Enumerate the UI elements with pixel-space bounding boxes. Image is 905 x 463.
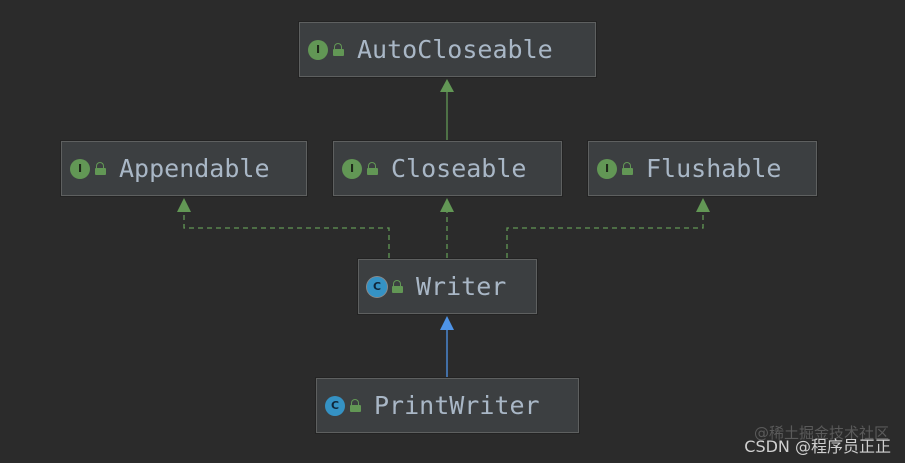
lock-icon <box>622 162 633 175</box>
lock-icon <box>333 43 344 56</box>
abstract-class-icon: C <box>367 276 387 297</box>
watermark-juejin: @稀土掘金技术社区 <box>753 424 889 442</box>
watermark-csdn: CSDN @程序员正正 <box>744 437 891 456</box>
node-autocloseable[interactable]: I AutoCloseable <box>299 22 596 77</box>
arrowhead-writer <box>440 316 454 330</box>
class-icon: C <box>325 395 345 416</box>
interface-icon: I <box>70 158 90 179</box>
arrowhead-autocloseable <box>440 79 454 92</box>
node-label-closeable: Closeable <box>391 154 527 183</box>
interface-icon: I <box>342 158 362 179</box>
node-label-autocloseable: AutoCloseable <box>357 35 553 64</box>
arrowhead-appendable <box>177 198 191 212</box>
lock-icon <box>392 280 403 293</box>
node-label-printwriter: PrintWriter <box>374 391 540 420</box>
arrowhead-closeable <box>440 198 454 212</box>
interface-icon: I <box>308 39 328 60</box>
lock-icon <box>95 162 106 175</box>
node-printwriter[interactable]: C PrintWriter <box>316 378 579 433</box>
node-writer[interactable]: C Writer <box>358 259 537 314</box>
arrowhead-flushable <box>696 198 710 212</box>
lock-icon <box>367 162 378 175</box>
node-appendable[interactable]: I Appendable <box>61 141 307 196</box>
edge-writer-implements-flushable <box>506 212 704 258</box>
node-label-writer: Writer <box>416 272 507 301</box>
node-closeable[interactable]: I Closeable <box>333 141 562 196</box>
node-flushable[interactable]: I Flushable <box>588 141 817 196</box>
node-label-appendable: Appendable <box>119 154 270 183</box>
node-label-flushable: Flushable <box>646 154 782 183</box>
lock-icon <box>350 399 361 412</box>
edge-writer-implements-appendable <box>183 212 390 258</box>
interface-icon: I <box>597 158 617 179</box>
